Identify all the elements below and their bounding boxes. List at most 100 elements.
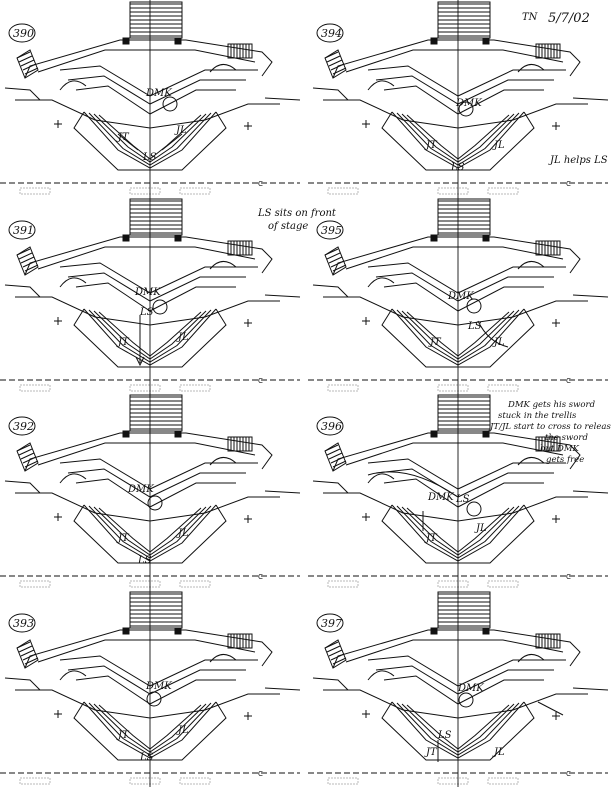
stage-right-stairs xyxy=(324,442,347,472)
fine-print xyxy=(129,384,161,392)
panel-note: JL helps LS xyxy=(548,155,608,166)
stair-post xyxy=(430,627,438,635)
arrow-head xyxy=(135,356,145,367)
trellis-arch xyxy=(209,64,237,73)
stage-right-stairs xyxy=(324,49,347,79)
actor-label: JL xyxy=(174,125,187,136)
fine-print xyxy=(487,580,519,588)
stage-right-stairs xyxy=(16,639,39,669)
ramp-line xyxy=(367,458,566,490)
platform-outline xyxy=(332,629,581,669)
stair-tread xyxy=(18,55,33,63)
upstage-stairs xyxy=(437,591,491,629)
stage-left-stairs xyxy=(227,43,253,59)
deck-edge xyxy=(572,687,609,691)
actor-circle xyxy=(458,101,474,117)
fine-print xyxy=(19,777,51,785)
fine-print xyxy=(437,187,469,195)
stair-post xyxy=(174,430,182,438)
cue-number: 390 xyxy=(13,27,34,40)
trellis-arch xyxy=(367,473,395,484)
ramp-line xyxy=(367,65,566,97)
stair-tread xyxy=(18,448,33,456)
cue-circle xyxy=(316,23,344,43)
stair-post xyxy=(430,37,438,45)
actor-label: DMK xyxy=(447,291,474,302)
fine-print xyxy=(129,580,161,588)
fine-print xyxy=(129,187,161,195)
actor-label: JT xyxy=(428,337,442,348)
actor-label: LS xyxy=(455,494,470,505)
trellis-arch xyxy=(367,670,395,681)
centerline-symbol: C xyxy=(258,573,263,581)
cue-circle xyxy=(8,220,36,240)
actor-label: JL xyxy=(176,332,189,343)
cue-number: 393 xyxy=(13,617,34,630)
stair-tread xyxy=(328,59,343,67)
deck-edge xyxy=(264,97,301,101)
actor-circle xyxy=(466,298,482,314)
panel-note: DMK gets his sword stuck in the trellis … xyxy=(488,400,611,465)
stair-tread xyxy=(326,448,341,456)
deck-edge xyxy=(572,294,609,298)
centerline-symbol: C xyxy=(566,573,571,581)
cue-circle xyxy=(316,416,344,436)
actor-label: JT xyxy=(424,747,438,758)
actor-circle xyxy=(147,495,163,511)
stair-tread xyxy=(326,55,341,63)
deck-edge xyxy=(4,480,41,494)
fine-print xyxy=(129,777,161,785)
trellis-arch xyxy=(367,80,395,91)
platform-outline xyxy=(24,39,273,79)
deck-edge xyxy=(4,677,41,691)
trellis-arch xyxy=(367,277,395,288)
stair-post xyxy=(174,627,182,635)
upstage-stairs xyxy=(129,394,183,432)
actor-label: LS xyxy=(450,162,465,173)
centerline-symbol: C xyxy=(566,377,571,385)
trellis-arch xyxy=(59,473,87,484)
ramp-line xyxy=(367,262,566,294)
centerline-symbol: C xyxy=(566,180,571,188)
actor-label: JT xyxy=(424,533,438,544)
actor-label: LS xyxy=(137,555,152,566)
stair-post xyxy=(482,430,490,438)
actor-label: JL xyxy=(176,528,189,539)
stair-post xyxy=(122,627,130,635)
actor-label: LS xyxy=(139,752,154,763)
ramp-line xyxy=(367,655,566,687)
actor-label: DMK xyxy=(145,681,172,692)
actor-label: JT xyxy=(116,730,130,741)
stage-left-stairs xyxy=(227,633,253,649)
actor-label: DMK xyxy=(427,492,454,503)
deck-edge xyxy=(572,97,609,101)
trellis-arch xyxy=(517,64,545,73)
cue-number: 394 xyxy=(321,27,342,40)
stair-post xyxy=(174,234,182,242)
stage-right-stairs xyxy=(16,246,39,276)
actor-label: DMK xyxy=(455,98,482,109)
fine-print xyxy=(437,384,469,392)
actor-label: JT xyxy=(116,533,130,544)
actor-label: JL xyxy=(492,747,505,758)
deck-edge xyxy=(4,284,41,298)
cue-number: 396 xyxy=(321,420,342,433)
stair-tread xyxy=(20,649,35,657)
stair-post xyxy=(482,37,490,45)
fine-print xyxy=(487,777,519,785)
cue-number: 395 xyxy=(321,224,342,237)
stage-right-stairs xyxy=(324,246,347,276)
trellis-arch xyxy=(209,654,237,663)
stair-tread xyxy=(326,645,341,653)
actor-circle xyxy=(458,692,474,708)
cue-number: 392 xyxy=(13,420,34,433)
actor-label: DMK xyxy=(127,484,154,495)
fine-print xyxy=(179,777,211,785)
trellis-arch xyxy=(517,457,545,466)
deck-edge xyxy=(312,480,349,494)
stair-tread xyxy=(20,256,35,264)
upstage-stairs xyxy=(437,394,491,432)
